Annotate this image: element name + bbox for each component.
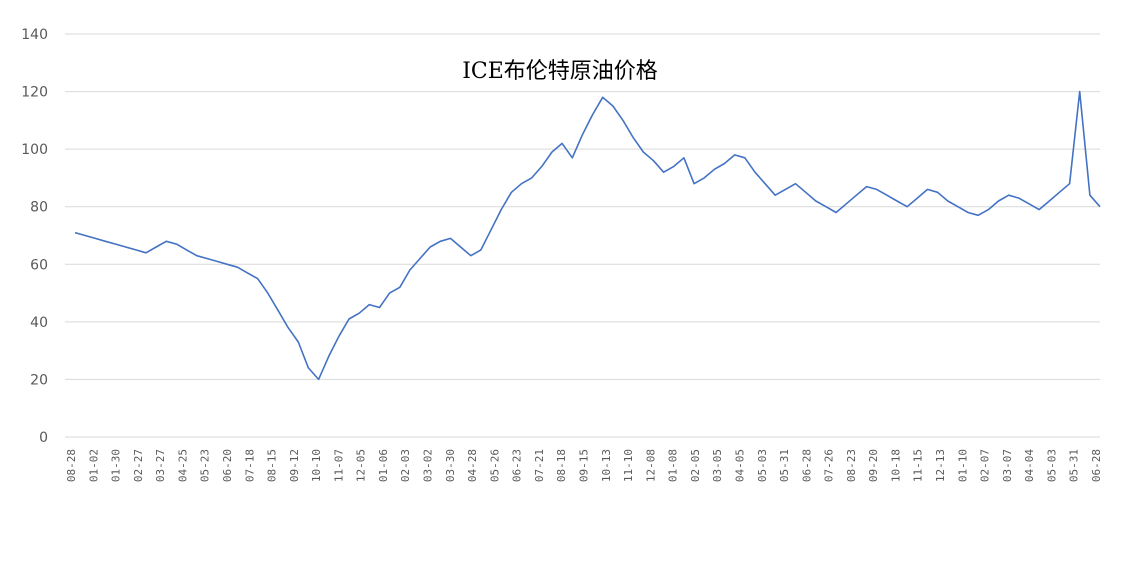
y-tick-label: 120 bbox=[21, 85, 48, 101]
x-tick-label: 07-21 bbox=[533, 449, 546, 482]
y-tick-label: 60 bbox=[30, 257, 48, 273]
x-tick-label: 11-15 bbox=[912, 449, 925, 482]
x-tick-label: 01-30 bbox=[110, 449, 123, 482]
chart-title: ICE布伦特原油价格 bbox=[462, 59, 658, 84]
x-tick-label: 08-15 bbox=[266, 449, 279, 482]
x-tick-label: 01-02 bbox=[87, 449, 100, 482]
x-tick-label: 11-07 bbox=[332, 449, 345, 482]
x-tick-label: 04-28 bbox=[466, 449, 479, 482]
x-tick-label: 02-05 bbox=[689, 449, 702, 482]
x-tick-label: 12-05 bbox=[355, 449, 368, 482]
x-tick-label: 05-23 bbox=[199, 449, 212, 482]
y-tick-label: 140 bbox=[21, 27, 48, 43]
x-tick-label: 07-18 bbox=[243, 449, 256, 482]
y-tick-label: 100 bbox=[21, 142, 48, 158]
x-tick-label: 09-12 bbox=[288, 449, 301, 482]
x-tick-label: 06-23 bbox=[511, 449, 524, 482]
x-tick-label: 05-31 bbox=[778, 449, 791, 482]
x-tick-label: 03-30 bbox=[444, 449, 457, 482]
x-tick-label: 03-27 bbox=[154, 449, 167, 482]
x-tick-label: 12-13 bbox=[934, 449, 947, 482]
x-tick-label: 05-26 bbox=[488, 449, 501, 482]
series-line-0 bbox=[74, 90, 1101, 381]
x-tick-label: 12-08 bbox=[644, 449, 657, 482]
x-tick-label: 08-18 bbox=[555, 449, 568, 482]
x-tick-label: 08-23 bbox=[845, 449, 858, 482]
x-tick-label: 10-10 bbox=[310, 449, 323, 482]
x-tick-label: 03-07 bbox=[1001, 449, 1014, 482]
y-axis-ticks: 0 20 40 60 80 100 120 140 bbox=[21, 27, 48, 446]
x-tick-label: 07-26 bbox=[823, 449, 836, 482]
y-tick-label: 40 bbox=[30, 315, 48, 331]
x-tick-label: 03-02 bbox=[422, 449, 435, 482]
x-tick-label: 09-20 bbox=[867, 449, 880, 482]
gridlines bbox=[65, 33, 1100, 438]
x-tick-label: 06-28 bbox=[800, 449, 813, 482]
x-tick-label: 11-10 bbox=[622, 449, 635, 482]
x-tick-label: 10-13 bbox=[600, 449, 613, 482]
x-tick-label: 01-06 bbox=[377, 449, 390, 482]
x-tick-label: 05-03 bbox=[756, 449, 769, 482]
x-tick-label: 02-27 bbox=[132, 449, 145, 482]
x-tick-label: 05-03 bbox=[1045, 449, 1058, 482]
x-tick-label: 09-15 bbox=[578, 449, 591, 482]
y-tick-label: 80 bbox=[30, 200, 48, 216]
series-layer bbox=[74, 90, 1101, 381]
x-tick-label: 01-10 bbox=[956, 449, 969, 482]
x-tick-label: 06-28 bbox=[1090, 449, 1103, 482]
x-tick-label: 04-05 bbox=[733, 449, 746, 482]
x-tick-label: 06-20 bbox=[221, 449, 234, 482]
x-tick-label: 03-05 bbox=[711, 449, 724, 482]
x-tick-label: 02-03 bbox=[399, 449, 412, 482]
x-axis-ticks: 08-28 01-02 01-30 02-27 03-27 04-25 05-23 06-20… bbox=[65, 449, 1103, 482]
x-tick-label: 02-07 bbox=[979, 449, 992, 482]
x-tick-label: 01-08 bbox=[667, 449, 680, 482]
y-tick-label: 0 bbox=[39, 430, 48, 446]
x-tick-label: 10-18 bbox=[889, 449, 902, 482]
x-tick-label: 04-04 bbox=[1023, 449, 1036, 482]
x-tick-label: 05-31 bbox=[1068, 449, 1081, 482]
x-tick-label: 08-28 bbox=[65, 449, 78, 482]
y-tick-label: 20 bbox=[30, 372, 48, 388]
x-tick-label: 04-25 bbox=[176, 449, 189, 482]
